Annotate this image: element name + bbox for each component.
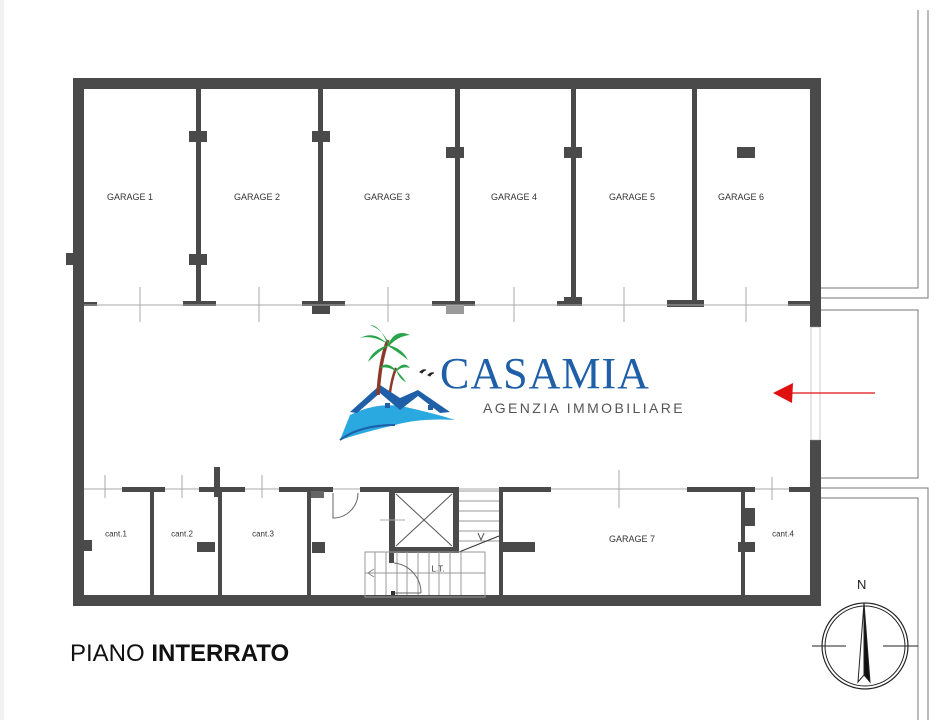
outer-walls: [66, 78, 821, 606]
logo-brand: CASAMIA: [440, 349, 650, 398]
room-label-lt: L.T.: [431, 564, 445, 574]
logo-subtitle: AGENZIA IMMOBILIARE: [483, 400, 685, 416]
room-label-cant-3: cant.3: [252, 529, 274, 539]
plan-title: PIANO INTERRATO: [70, 640, 289, 668]
logo-icon: [339, 325, 455, 441]
room-label-cant-4: cant.4: [772, 529, 794, 539]
plan-title-bold: INTERRATO: [151, 640, 290, 667]
basement-walls: [84, 467, 811, 595]
room-label-cant-1: cant.1: [105, 529, 127, 539]
garage-partitions: [84, 89, 810, 314]
room-label-garage-4: GARAGE 4: [490, 192, 538, 202]
plan-title-regular: PIANO: [70, 640, 145, 667]
room-label-garage-6: GARAGE 6: [717, 192, 765, 202]
room-label-garage-5: GARAGE 5: [608, 192, 656, 202]
room-label-garage-7: GARAGE 7: [608, 534, 656, 544]
room-label-cant-2: cant.2: [171, 529, 193, 539]
stairs: [364, 490, 500, 598]
compass-north-label: N: [857, 577, 867, 592]
elevator-icon: [380, 493, 453, 547]
room-label-garage-2: GARAGE 2: [233, 192, 281, 202]
room-label-garage-1: GARAGE 1: [106, 192, 154, 202]
exterior-boundary: [821, 10, 929, 720]
door-swings: [332, 492, 422, 594]
entrance-arrow-icon: [773, 383, 875, 403]
room-label-garage-3: GARAGE 3: [363, 192, 411, 202]
page-edge: [0, 0, 4, 720]
compass-icon: [812, 602, 918, 690]
